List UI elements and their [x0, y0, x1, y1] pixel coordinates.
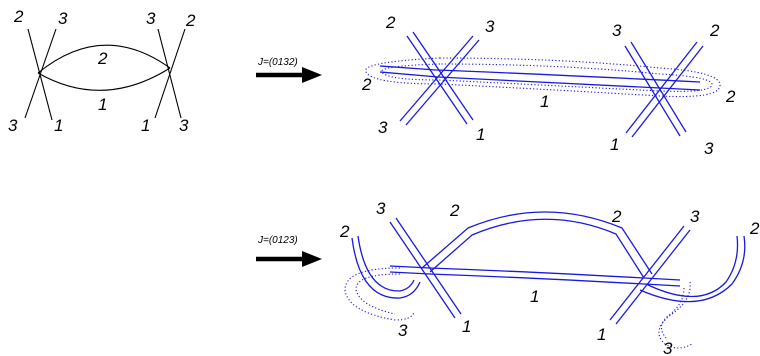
r1-v1-label-top-left: 2: [385, 13, 396, 32]
r2-v1-label-bottom-left: 3: [398, 321, 408, 340]
v1-leg-3-3: [24, 28, 57, 119]
r1-v1-label-bottom-right: 1: [476, 125, 485, 144]
r1-dotted-loop-outer: [365, 57, 721, 98]
r1-dotted-loop-inner: [381, 63, 713, 92]
r2-edge-label-top-right: 2: [611, 207, 622, 226]
r1-edge-ribbon-a: [379, 65, 701, 83]
arrow-top-head: [302, 67, 322, 83]
r2-dotted-left-inner: [355, 273, 401, 315]
r2-edge-ribbon-a: [389, 265, 681, 281]
arrow-bottom-label: J=(0123): [257, 235, 298, 246]
r2-edge-label: 1: [530, 287, 539, 306]
r2-v2-ribbon-b1: [609, 225, 685, 321]
ribbon-graph-top: 2 3 2 3 1 1 3 2 2 1 3: [361, 13, 736, 158]
r1-v1-label-left: 2: [361, 75, 372, 94]
edge-1: [37, 67, 171, 91]
r2-v2-ribbon-b2: [615, 229, 691, 325]
v2-label-top-right: 2: [185, 11, 196, 30]
left-feynman-graph: 2 3 3 1 2 1 3 2 1 3: [8, 7, 196, 135]
edge-label-bottom: 1: [98, 95, 107, 114]
arrow-top: J=(0132): [256, 57, 322, 83]
r2-v1-label-left: 2: [339, 222, 350, 241]
r2-label-far-right: 2: [749, 219, 760, 238]
r2-left-hook-b: [357, 235, 415, 292]
arrow-bottom-head: [302, 251, 322, 267]
r1-v1-ribbon-b1: [399, 35, 474, 122]
r1-v1-ribbon-a1: [406, 35, 468, 125]
r2-v1-ribbon-a2: [395, 217, 462, 315]
r2-edge-ribbon-b: [389, 271, 681, 287]
edge-label-top: 2: [97, 49, 108, 68]
v1-label-top-left: 2: [13, 7, 24, 26]
r2-v2-label-top-right: 3: [690, 207, 700, 226]
r1-v2-label-top-right: 2: [709, 21, 720, 40]
v1-label-bottom-right: 1: [54, 116, 63, 135]
r2-v1-ribbon-a1: [389, 221, 456, 319]
r2-dotted-right-outer: [658, 281, 693, 349]
r1-v1-label-bottom-left: 3: [378, 118, 388, 137]
r1-v2-label-bottom-left: 1: [610, 135, 619, 154]
edge-2: [37, 44, 171, 74]
arrow-bottom: J=(0123): [256, 235, 322, 267]
r1-v2-ribbon-a1: [624, 45, 681, 137]
r2-v2-label-bottom-left: 1: [597, 325, 606, 344]
r1-edge-ribbon-b: [379, 71, 701, 91]
arrow-top-label: J=(0132): [257, 57, 298, 68]
v2-leg-2-1: [154, 28, 186, 119]
r2-arch-ribbon-a: [421, 211, 653, 275]
r2-right-hook-b: [645, 235, 739, 298]
r1-v1-label-top-right: 3: [485, 17, 495, 36]
r2-left-hook-a: [351, 237, 421, 299]
v1-label-bottom-left: 3: [8, 116, 18, 135]
v2-label-top-left: 3: [146, 9, 156, 28]
r2-arch-ribbon-b: [429, 218, 645, 279]
v2-label-bottom-right: 3: [179, 116, 189, 135]
r1-v2-label-bottom-right: 3: [704, 139, 714, 158]
ribbon-graph-bottom: 3 2 2 2 3 2 1 3 1 1 3: [339, 199, 760, 356]
r2-edge-label-top-left: 2: [449, 201, 460, 220]
v2-label-bottom-left: 1: [141, 116, 150, 135]
r1-edge-label: 1: [540, 92, 549, 111]
r2-v1-label-bottom-right: 1: [462, 317, 471, 336]
r1-v2-ribbon-a2: [630, 41, 687, 133]
r2-right-hook-a: [639, 235, 746, 303]
r2-v2-label-bottom-right: 3: [663, 339, 673, 356]
r2-dotted-left-outer: [344, 267, 415, 321]
r1-v2-label-top-left: 3: [612, 21, 622, 40]
r1-v1-ribbon-b2: [405, 39, 480, 126]
r1-v1-ribbon-a2: [412, 31, 474, 121]
r1-v2-label-right: 2: [725, 87, 736, 106]
r2-v1-label-top-left: 3: [376, 199, 386, 218]
v1-label-top-right: 3: [58, 9, 68, 28]
